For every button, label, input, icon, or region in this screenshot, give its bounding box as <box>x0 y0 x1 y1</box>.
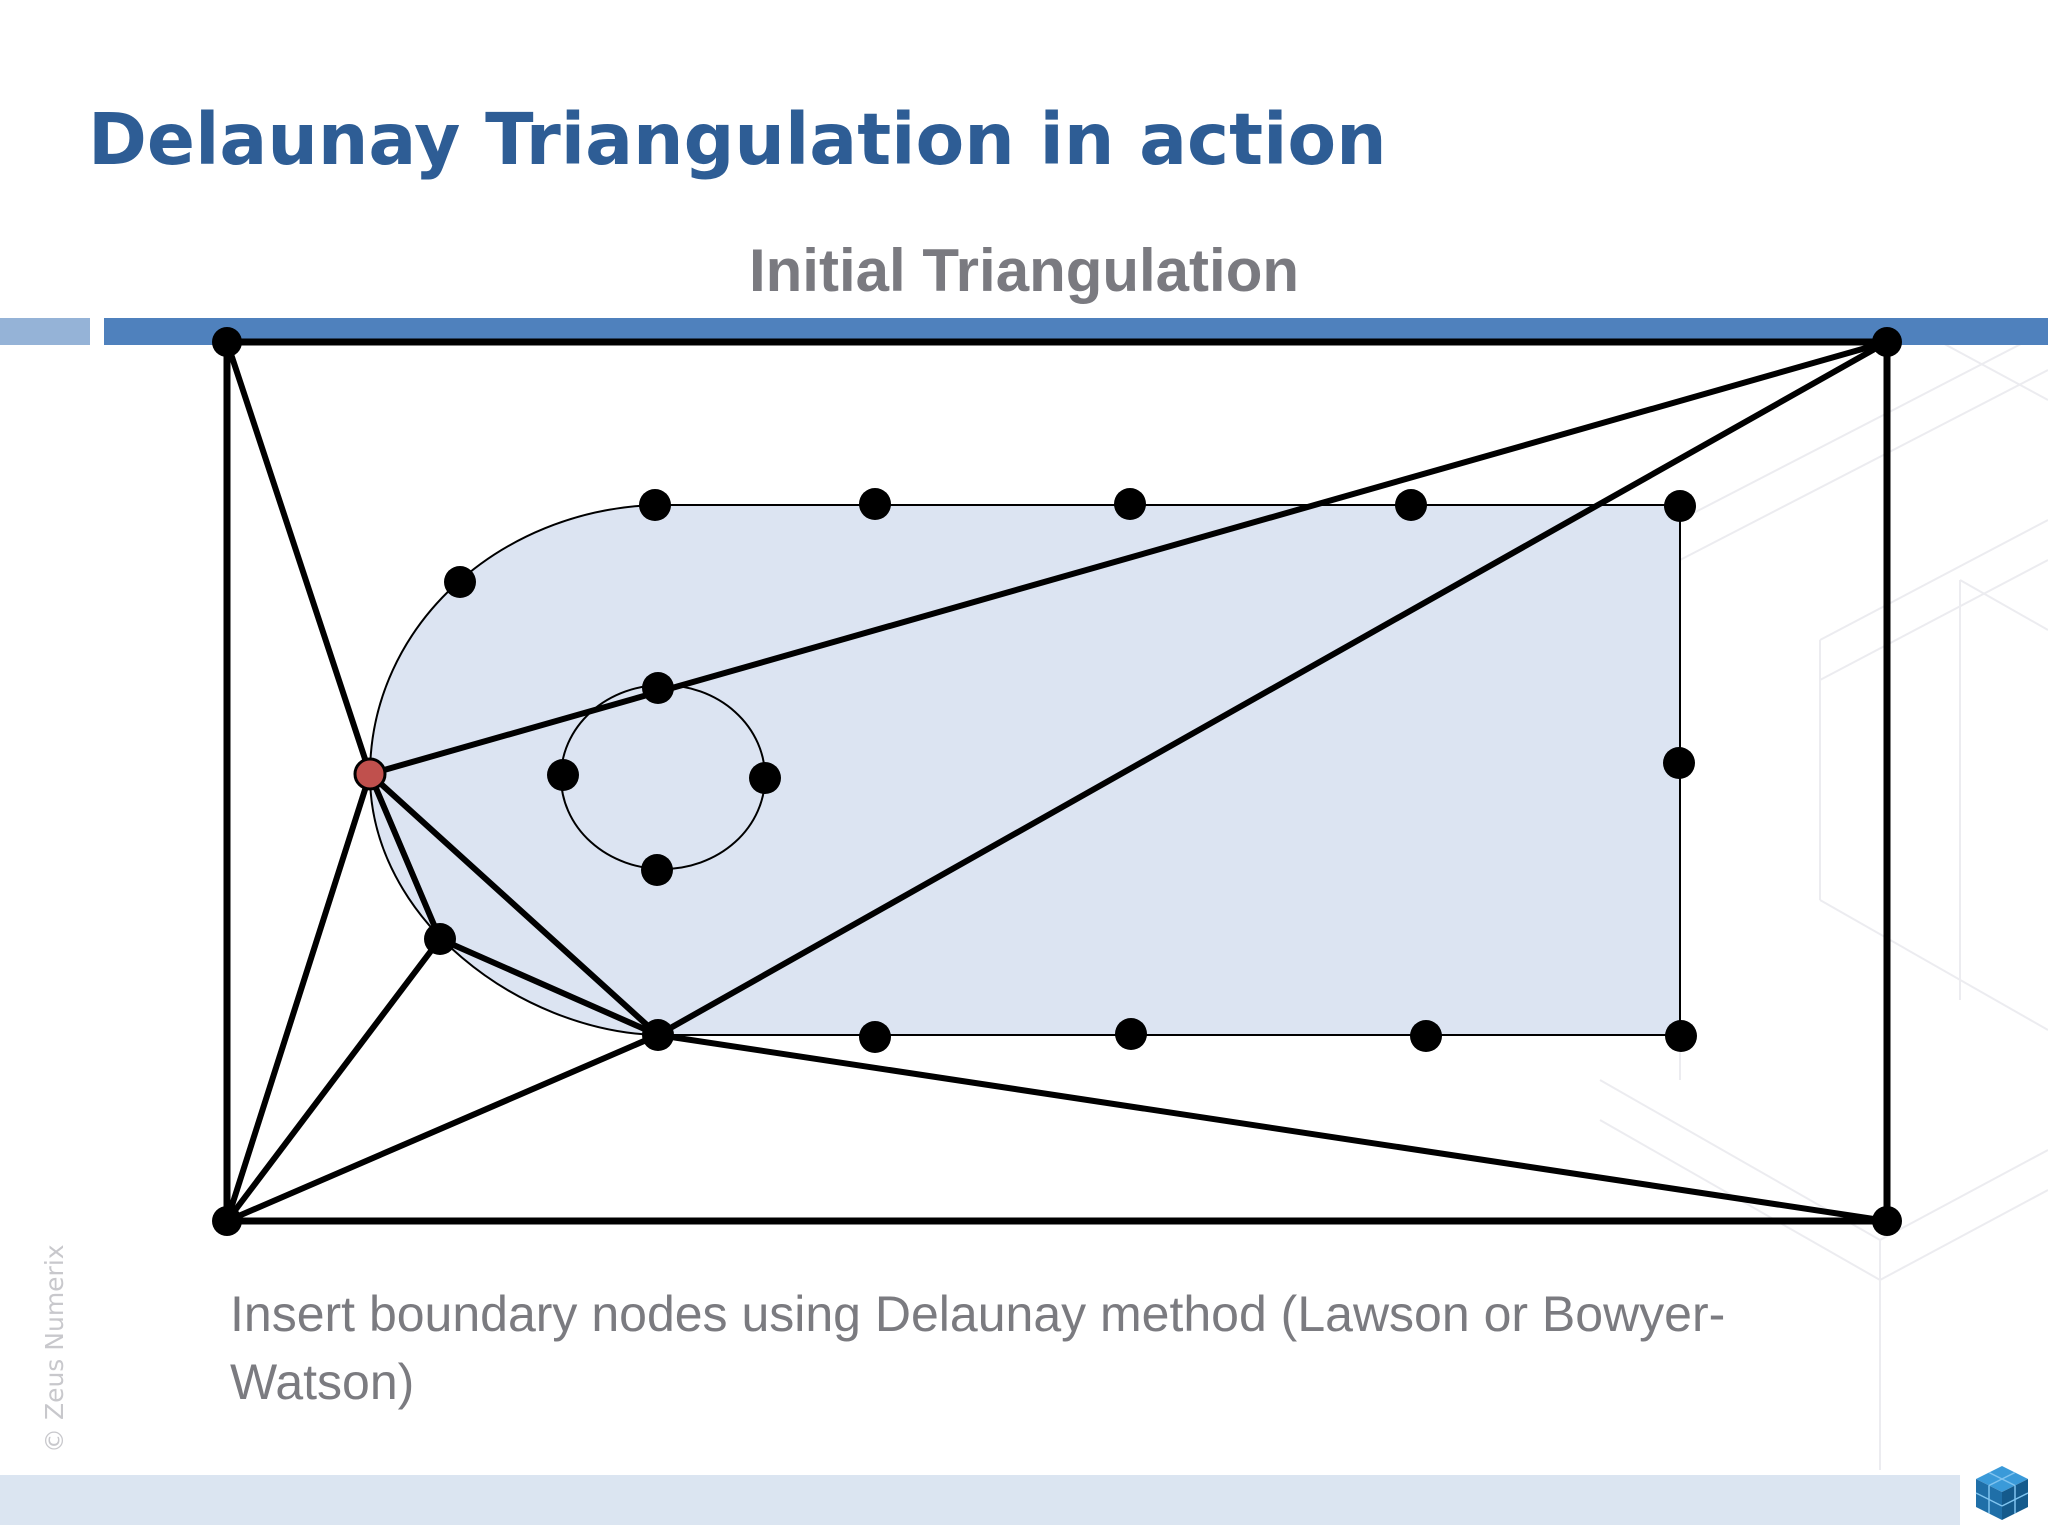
boundary-node <box>639 489 671 521</box>
bbox-node-top-right <box>1872 327 1902 357</box>
company-logo-cube-icon <box>1975 1466 2029 1520</box>
boundary-node <box>444 566 476 598</box>
triangulation-edge <box>369 339 1888 777</box>
boundary-node <box>1663 747 1695 779</box>
diagram-subtitle: Initial Triangulation <box>0 236 2048 305</box>
highlighted-node <box>353 757 387 791</box>
triangulation-edge <box>224 341 373 775</box>
triangulation-edge <box>367 771 661 1038</box>
triangulation-edge <box>224 773 373 1222</box>
triangulation-edge <box>656 339 1889 1038</box>
footer-bar <box>0 1475 1960 1525</box>
boundary-node <box>859 1021 891 1053</box>
triangulation-edge <box>438 936 660 1038</box>
bounding-box <box>223 338 1891 1225</box>
boundary-node <box>859 488 891 520</box>
triangulation-edge <box>367 772 443 941</box>
boundary-node <box>642 1019 674 1051</box>
bbox-node-top-left <box>212 327 242 357</box>
boundary-node <box>1395 489 1427 521</box>
hole-node <box>749 762 781 794</box>
triangulation-edge <box>657 1032 1888 1224</box>
boundary-node <box>1410 1020 1442 1052</box>
boundary-node <box>1664 490 1696 522</box>
copyright-text: © Zeus Numerix <box>40 1244 69 1453</box>
boundary-node <box>1114 488 1146 520</box>
triangulation-edge <box>224 937 443 1223</box>
triangulation-edge <box>225 1032 660 1224</box>
hole-node <box>642 672 674 704</box>
hole-node <box>547 759 579 791</box>
bbox-node-bottom-right <box>1872 1206 1902 1236</box>
boundary-node <box>1665 1020 1697 1052</box>
slide-title: Delaunay Triangulation in action <box>88 98 1387 181</box>
diagram-subtitle-text: Initial Triangulation <box>748 237 1300 304</box>
boundary-node <box>1115 1018 1147 1050</box>
hole-node <box>641 854 673 886</box>
title-accent-bar-left <box>0 318 90 345</box>
bbox-node-bottom-left <box>212 1206 242 1236</box>
boundary-node <box>424 923 456 955</box>
slide-caption: Insert boundary nodes using Delaunay met… <box>230 1286 1726 1410</box>
